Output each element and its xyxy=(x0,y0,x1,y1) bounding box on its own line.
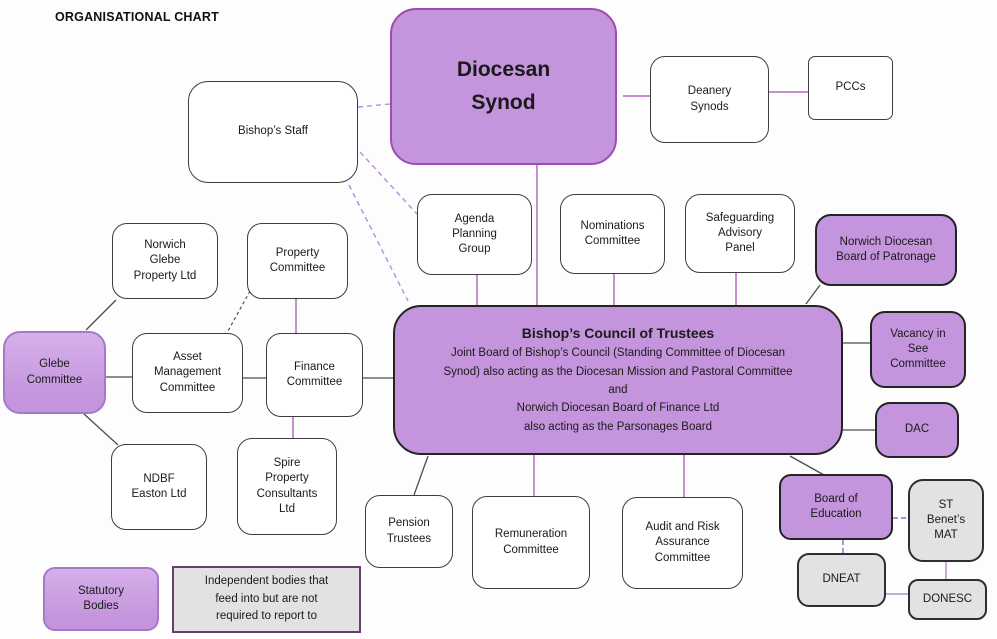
node-st-benets-mat: ST Benet’s MAT xyxy=(908,479,984,562)
node-dac: DAC xyxy=(875,402,959,458)
connector-council-pension-trustees xyxy=(413,455,429,496)
node-board-of-patronage: Norwich Diocesan Board of Patronage xyxy=(815,214,957,286)
connector-glebe-norwich-glebe-property xyxy=(85,299,117,331)
node-property-committee: Property Committee xyxy=(247,223,348,299)
connector-staff-synod-dashed xyxy=(357,103,391,108)
node-board-of-education: Board of Education xyxy=(779,474,893,540)
node-vacancy-in-see-committee: Vacancy in See Committee xyxy=(870,311,966,388)
node-glebe-committee-label: Glebe Committee xyxy=(26,358,83,386)
node-board-of-patronage-label: Norwich Diocesan Board of Patronage xyxy=(836,235,936,263)
connector-staff-council-dashed xyxy=(348,184,409,302)
node-deanery-synods-label: Deanery Synods xyxy=(687,85,732,113)
node-donesc: DONESC xyxy=(908,579,987,620)
node-remuneration-committee: Remuneration Committee xyxy=(472,496,590,589)
node-asset-management-committee-label: Asset Management Committee xyxy=(153,351,222,394)
node-ndbf-easton-label: NDBF Easton Ltd xyxy=(131,472,187,500)
node-donesc-label: DONESC xyxy=(922,592,973,605)
node-property-committee-label: Property Committee xyxy=(269,246,326,274)
node-nominations-committee-label: Nominations Committee xyxy=(580,219,645,247)
node-asset-management-committee: Asset Management Committee xyxy=(132,333,243,413)
node-finance-committee-label: Finance Committee xyxy=(286,360,343,388)
node-board-of-education-label: Board of Education xyxy=(810,492,862,520)
node-bishops-council: Bishop’s Council of Trustees Joint Board… xyxy=(393,305,843,455)
node-finance-committee: Finance Committee xyxy=(266,333,363,417)
connector-patronage-council xyxy=(805,284,821,305)
node-safeguarding-advisory-panel-label: Safeguarding Advisory Panel xyxy=(705,211,775,255)
node-bishops-council-title: Bishop’s Council of Trustees xyxy=(521,324,715,341)
node-agenda-planning-group: Agenda Planning Group xyxy=(417,194,532,275)
node-bishops-council-body: Joint Board of Bishop’s Council (Standin… xyxy=(443,347,793,433)
node-audit-risk-assurance-committee: Audit and Risk Assurance Committee xyxy=(622,497,743,589)
legend-statutory-bodies-label: Statutory Bodies xyxy=(77,584,125,612)
node-norwich-glebe-property: Norwich Glebe Property Ltd xyxy=(112,223,218,299)
page-title: ORGANISATIONAL CHART xyxy=(55,10,219,24)
legend-independent-bodies-label: Independent bodies that feed into but ar… xyxy=(204,574,329,623)
node-diocesan-synod-label: Diocesan Synod xyxy=(456,57,551,114)
node-pension-trustees: Pension Trustees xyxy=(365,495,453,568)
node-safeguarding-advisory-panel: Safeguarding Advisory Panel xyxy=(685,194,795,273)
node-pccs: PCCs xyxy=(808,56,893,120)
node-pccs-label: PCCs xyxy=(835,81,866,94)
node-vacancy-in-see-committee-label: Vacancy in See Committee xyxy=(890,327,946,371)
connector-council-board-of-education xyxy=(789,455,825,476)
node-bishops-staff-label: Bishop’s Staff xyxy=(238,125,308,138)
node-diocesan-synod: Diocesan Synod xyxy=(390,8,617,165)
node-spire-property-consultants-label: Spire Property Consultants Ltd xyxy=(256,457,318,515)
node-dac-label: DAC xyxy=(904,423,930,436)
node-spire-property-consultants: Spire Property Consultants Ltd xyxy=(237,438,337,535)
node-st-benets-mat-label: ST Benet’s MAT xyxy=(926,498,966,542)
node-remuneration-committee-label: Remuneration Committee xyxy=(494,528,568,556)
node-glebe-committee: Glebe Committee xyxy=(3,331,106,414)
node-norwich-glebe-property-label: Norwich Glebe Property Ltd xyxy=(133,239,197,282)
node-nominations-committee: Nominations Committee xyxy=(560,194,665,274)
node-dneat: DNEAT xyxy=(797,553,886,607)
node-audit-risk-assurance-committee-label: Audit and Risk Assurance Committee xyxy=(645,521,720,564)
legend-independent-bodies: Independent bodies that feed into but ar… xyxy=(172,566,361,633)
node-bishops-staff: Bishop’s Staff xyxy=(188,81,358,183)
node-agenda-planning-group-label: Agenda Planning Group xyxy=(452,212,497,256)
legend-statutory-bodies: Statutory Bodies xyxy=(43,567,159,631)
connector-glebe-ndbf-easton xyxy=(83,413,119,446)
connector-property-asset-dashed xyxy=(227,290,251,332)
node-pension-trustees-label: Pension Trustees xyxy=(386,517,432,545)
node-dneat-label: DNEAT xyxy=(822,573,861,586)
node-deanery-synods: Deanery Synods xyxy=(650,56,769,143)
node-ndbf-easton: NDBF Easton Ltd xyxy=(111,444,207,530)
